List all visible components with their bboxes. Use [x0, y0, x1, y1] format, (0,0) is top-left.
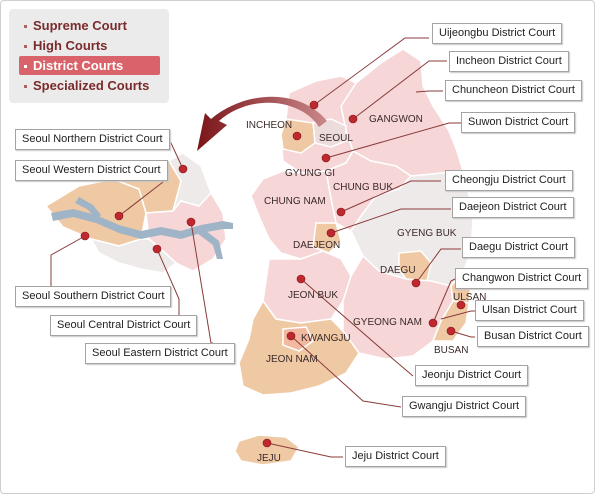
han-river-east-branch	[197, 227, 223, 259]
label-daegu: DAEGU	[380, 265, 416, 276]
region-names: INCHEON SEOUL GANGWON GYUNG GI CHUNG BUK…	[246, 114, 486, 464]
label-gyeongnam: GYEONG NAM	[353, 317, 422, 328]
marker-uijeongbu[interactable]	[309, 100, 319, 110]
label-chungnam: CHUNG NAM	[264, 196, 326, 207]
marker-cheongju[interactable]	[336, 207, 346, 217]
marker-chuncheon[interactable]	[348, 114, 358, 124]
court-label-daegu[interactable]: Daegu District Court	[462, 237, 576, 258]
marker-seoul-eastern[interactable]	[186, 217, 196, 227]
label-chungbuk: CHUNG BUK	[333, 182, 393, 193]
marker-jeju[interactable]	[262, 438, 272, 448]
marker-changwon[interactable]	[428, 318, 438, 328]
court-label-incheon[interactable]: Incheon District Court	[449, 51, 569, 72]
menu-item-label: Specialized Courts	[33, 78, 150, 93]
court-label-seoul-northern[interactable]: Seoul Northern District Court	[15, 129, 170, 150]
label-daejeon: DAEJEON	[293, 240, 340, 251]
court-label-busan[interactable]: Busan District Court	[477, 326, 589, 347]
court-label-uijeongbu[interactable]: Uijeongbu District Court	[432, 23, 563, 44]
marker-busan[interactable]	[446, 326, 456, 336]
court-label-jeonju[interactable]: Jeonju District Court	[415, 365, 529, 386]
marker-seoul-northern[interactable]	[178, 164, 188, 174]
bullet-icon	[24, 25, 27, 28]
court-label-cheongju[interactable]: Cheongju District Court	[445, 170, 573, 191]
region-jeonbuk[interactable]	[262, 250, 352, 324]
marker-incheon[interactable]	[292, 131, 302, 141]
label-gangwon: GANGWON	[369, 114, 423, 125]
menu-item-high-courts[interactable]: High Courts	[19, 36, 160, 55]
court-label-changwon[interactable]: Changwon District Court	[455, 268, 589, 289]
court-markers	[80, 100, 466, 448]
label-seoul: SEOUL	[319, 133, 353, 144]
marker-daegu[interactable]	[411, 278, 421, 288]
court-label-seoul-western[interactable]: Seoul Western District Court	[15, 160, 168, 181]
court-label-seoul-southern[interactable]: Seoul Southern District Court	[15, 286, 172, 307]
marker-seoul-central[interactable]	[152, 244, 162, 254]
marker-jeonju[interactable]	[296, 274, 306, 284]
label-jeonbuk: JEON BUK	[288, 290, 338, 301]
zoom-arrow	[197, 96, 327, 151]
label-ulsan: ULSAN	[453, 292, 486, 303]
court-type-menu: Supreme Court High Courts District Court…	[9, 9, 169, 103]
menu-item-specialized-courts[interactable]: Specialized Courts	[19, 76, 160, 95]
bullet-icon	[24, 65, 27, 68]
marker-seoul-western[interactable]	[114, 211, 124, 221]
court-label-gwangju[interactable]: Gwangju District Court	[402, 396, 527, 417]
label-gyengbuk: GYENG BUK	[397, 228, 457, 239]
court-label-jeju[interactable]: Jeju District Court	[345, 446, 446, 467]
menu-item-label: District Courts	[33, 58, 124, 73]
label-jeonnam: JEON NAM	[266, 354, 318, 365]
label-gyunggi: GYUNG GI	[285, 168, 335, 179]
marker-ulsan[interactable]	[456, 300, 466, 310]
court-label-ulsan[interactable]: Ulsan District Court	[475, 300, 584, 321]
bullet-icon	[24, 45, 27, 48]
peninsula-regions	[234, 48, 474, 466]
court-label-seoul-eastern[interactable]: Seoul Eastern District Court	[85, 343, 235, 364]
court-label-daejeon[interactable]: Daejeon District Court	[452, 197, 574, 218]
marker-suwon[interactable]	[321, 153, 331, 163]
menu-item-label: Supreme Court	[33, 18, 127, 33]
label-jeju: JEJU	[257, 453, 281, 464]
marker-seoul-southern[interactable]	[80, 231, 90, 241]
court-label-seoul-central[interactable]: Seoul Central District Court	[50, 315, 198, 336]
region-busan[interactable]	[431, 300, 470, 342]
menu-item-label: High Courts	[33, 38, 108, 53]
marker-daejeon[interactable]	[326, 228, 336, 238]
region-jeju[interactable]	[234, 434, 300, 466]
court-label-chuncheon[interactable]: Chuncheon District Court	[445, 80, 582, 101]
marker-gwangju[interactable]	[286, 331, 296, 341]
menu-item-district-courts[interactable]: District Courts	[19, 56, 160, 75]
menu-item-supreme-court[interactable]: Supreme Court	[19, 16, 160, 35]
court-label-suwon[interactable]: Suwon District Court	[461, 112, 576, 133]
label-busan: BUSAN	[434, 345, 468, 356]
label-incheon: INCHEON	[246, 120, 292, 131]
han-river-branch	[75, 197, 101, 219]
label-kwangju: KWANGJU	[301, 333, 351, 344]
bullet-icon	[24, 85, 27, 88]
